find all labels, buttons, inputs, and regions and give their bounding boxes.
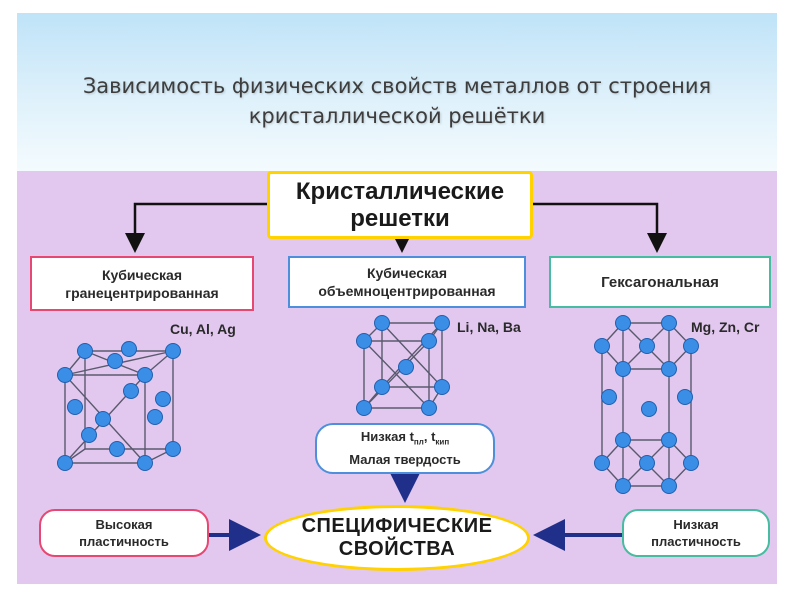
fcc-atom (165, 441, 181, 457)
hex-atom (601, 389, 617, 405)
crystal-lattices-box: Кристаллические решетки (267, 171, 533, 239)
hex-atom (661, 478, 677, 494)
hex-atom (677, 389, 693, 405)
fcc-atom (107, 353, 123, 369)
bcc-atom (421, 400, 437, 416)
bcc-atom (374, 315, 390, 331)
bcc-label-line-1: Кубическая (366, 265, 448, 281)
fcc-label-line-1: Кубическая (101, 266, 183, 283)
fcc-atom (121, 341, 137, 357)
hex-atom (639, 455, 655, 471)
low-plasticity-box: Низкая пластичность (622, 509, 770, 557)
low-melting-box: Низкая tпл, tкип Малая твердость (315, 423, 495, 474)
bcc-atom (434, 315, 450, 331)
high-plasticity-line-2: пластичность (79, 534, 169, 549)
fcc-atom (81, 427, 97, 443)
melting-subscript: пл (413, 437, 424, 447)
fcc-atom (67, 399, 83, 415)
hex-atom (661, 315, 677, 331)
fcc-atom (137, 455, 153, 471)
fcc-atom (137, 367, 153, 383)
fcc-atom (109, 441, 125, 457)
hex-atom (615, 478, 631, 494)
fcc-atom (57, 367, 73, 383)
bcc-atom (356, 333, 372, 349)
bcc-label-line-2: объемноцентрированная (318, 283, 496, 299)
hex-lattice-box: Гексагональная (549, 256, 771, 308)
hex-atom (641, 401, 657, 417)
fcc-crystal (57, 341, 181, 471)
high-plasticity-line-1: Высокая (95, 517, 153, 532)
tree-connector-lines (125, 202, 667, 253)
bcc-atom (421, 333, 437, 349)
hex-atom (594, 338, 610, 354)
hex-atom (615, 432, 631, 448)
low-temp-line: Низкая tпл, tкип (349, 428, 461, 452)
title-header: Зависимость физических свойств металлов … (17, 13, 777, 171)
bcc-elements-label: Li, Na, Ba (457, 319, 521, 335)
fcc-atom (95, 411, 111, 427)
hex-atom (683, 455, 699, 471)
specific-properties-box: СПЕЦИФИЧЕСКИЕ СВОЙСТВА (264, 505, 530, 571)
hex-atom (683, 338, 699, 354)
boiling-subscript: кип (435, 437, 450, 447)
hex-label: Гексагональная (601, 273, 719, 291)
fcc-lattice-box: Кубическая гранецентрированная (30, 256, 254, 311)
page-title: Зависимость физических свойств металлов … (17, 71, 777, 131)
bcc-atom (434, 379, 450, 395)
fcc-atom (147, 409, 163, 425)
low-plasticity-line-2: пластичность (651, 534, 741, 549)
main-box-line-1: Кристаллические (295, 178, 505, 205)
high-plasticity-box: Высокая пластичность (39, 509, 209, 557)
bcc-atom (356, 400, 372, 416)
hex-atom (615, 315, 631, 331)
bcc-atom (374, 379, 390, 395)
fcc-atom (155, 391, 171, 407)
hex-atom (661, 361, 677, 377)
hex-crystal (594, 315, 699, 494)
low-temp-prefix: Низкая t (360, 428, 414, 444)
hex-atom (639, 338, 655, 354)
hex-elements-label: Mg, Zn, Cr (691, 319, 760, 335)
specific-line-2: СВОЙСТВА (338, 538, 456, 560)
fcc-atom (123, 383, 139, 399)
bcc-atom (398, 359, 414, 375)
hex-atom (615, 361, 631, 377)
title-line-1: Зависимость физических свойств металлов … (82, 74, 712, 98)
bcc-crystal (356, 315, 450, 416)
fcc-atom (77, 343, 93, 359)
specific-line-1: СПЕЦИФИЧЕСКИЕ (301, 515, 493, 537)
slide: Зависимость физических свойств металлов … (17, 13, 777, 584)
fcc-atom (165, 343, 181, 359)
hex-atom (661, 432, 677, 448)
low-plasticity-line-1: Низкая (673, 517, 719, 532)
connectors (57, 202, 699, 551)
title-line-2: кристаллической решётки (248, 104, 546, 128)
bcc-lattice-box: Кубическая объемноцентрированная (288, 256, 526, 308)
low-hardness-line: Малая твердость (349, 452, 461, 468)
property-arrows (209, 471, 622, 551)
main-box-line-2: решетки (350, 205, 450, 232)
fcc-elements-label: Cu, Al, Ag (170, 321, 236, 337)
fcc-label-line-2: гранецентрированная (65, 284, 219, 301)
fcc-atom (57, 455, 73, 471)
hex-atom (594, 455, 610, 471)
low-temp-separator: , t (423, 428, 436, 444)
